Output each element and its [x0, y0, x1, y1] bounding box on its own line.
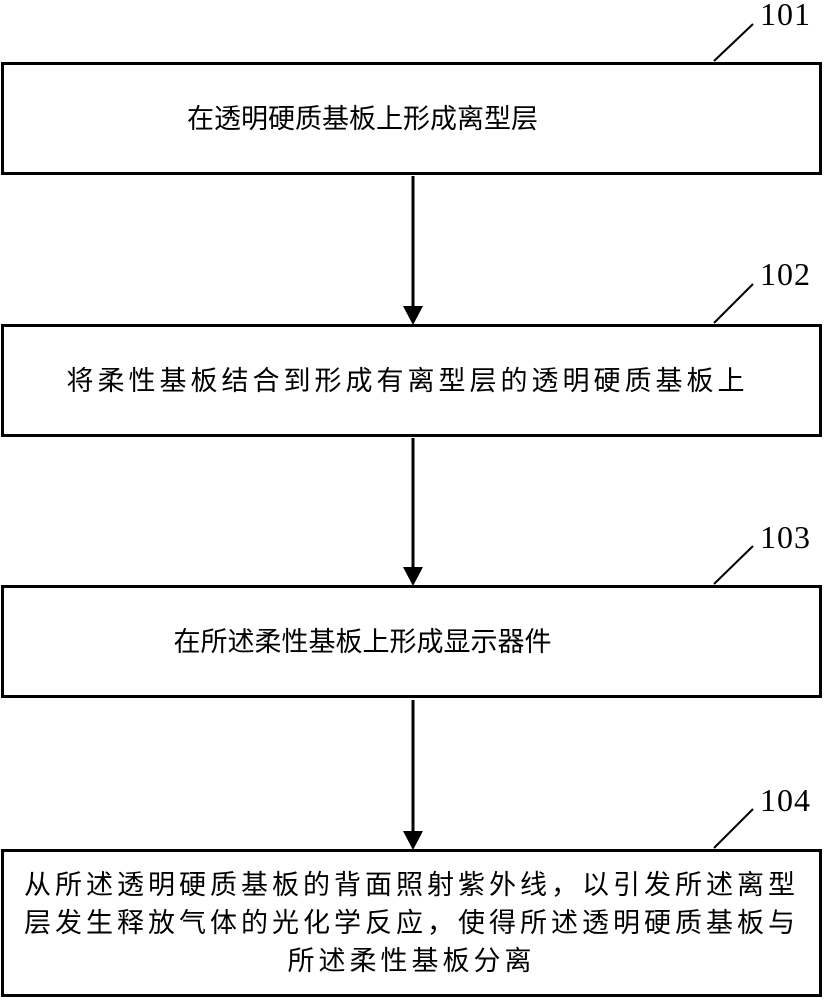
step-ref-label-102: 102	[760, 256, 811, 292]
step-ref-label-104: 104	[760, 782, 811, 818]
step-ref-label-101: 101	[760, 0, 811, 32]
flowchart-step-box-104: 从所述透明硬质基板的背面照射紫外线，以引发所述离型 层发生释放气体的光化学反应，…	[1, 849, 822, 997]
flowchart-step-box-101: 在透明硬质基板上形成离型层	[1, 62, 822, 175]
step-text: 在所述柔性基板上形成显示器件	[173, 626, 552, 657]
step-text: 在透明硬质基板上形成离型层	[187, 103, 538, 134]
flowchart-step-box-103: 在所述柔性基板上形成显示器件	[1, 585, 822, 698]
step-text: 层发生释放气体的光化学反应，使得所述透明硬质基板与	[24, 908, 799, 938]
leader-tick	[713, 23, 754, 62]
flowchart-step-box-102: 将柔性基板结合到形成有离型层的透明硬质基板上	[1, 324, 822, 437]
step-text: 所述柔性基板分离	[287, 946, 536, 976]
leader-tick	[713, 283, 754, 324]
step-text: 从所述透明硬质基板的背面照射紫外线，以引发所述离型	[24, 870, 799, 900]
down-arrow-icon	[403, 438, 423, 586]
down-arrow-icon	[403, 176, 423, 325]
leader-tick	[713, 545, 754, 585]
down-arrow-icon	[403, 700, 423, 850]
leader-tick	[713, 808, 754, 849]
step-ref-label-103: 103	[760, 519, 811, 555]
step-text: 将柔性基板结合到形成有离型层的透明硬质基板上	[66, 365, 749, 396]
